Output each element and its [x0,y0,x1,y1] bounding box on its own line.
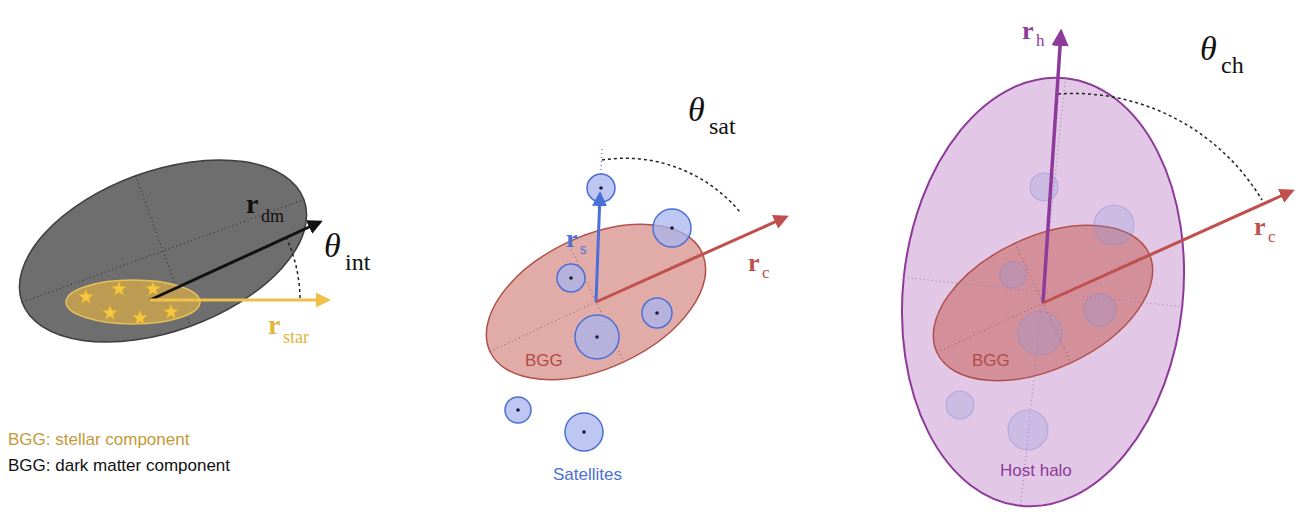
vector-symbol: r [246,190,258,218]
label-anchor: r [748,250,760,276]
vector-symbol: r [268,311,280,339]
vector-arrow [150,299,328,302]
vector-subscript: c [1268,228,1276,245]
label-anchor: h [1036,32,1045,49]
label-anchor: r [246,190,258,218]
star-group [78,281,178,325]
label-anchor: s [580,240,587,257]
star-icon [163,304,178,319]
angle-symbol: θ [688,93,705,127]
vector-subscript: s [580,240,587,257]
vector-arrow [150,222,320,300]
label-anchor: r [268,311,280,339]
label-anchor: Host halo [1000,462,1072,479]
vector-symbol: r [1254,214,1266,240]
vector-subscript: star [283,328,309,346]
star-icon [102,305,117,320]
vector-subscript: dm [261,207,284,225]
angle-subscript: ch [1221,53,1244,77]
star-icon [145,281,160,296]
satellite-circle [1008,410,1048,450]
label-anchor: Satellites [553,466,622,483]
angle-subscript: sat [709,114,736,138]
label-anchor: BGG [525,352,563,369]
component-label: BGG: stellar component [8,431,189,448]
centre-dot [655,311,659,315]
vector-symbol: r [748,250,760,276]
satellite-circle [505,397,531,423]
bgg-ellipse [462,193,730,412]
angle-arc [602,158,740,212]
label-anchor: ch [1221,53,1244,77]
centre-dot [516,408,520,412]
angle-symbol: θ [324,229,341,263]
centre-dot [599,186,603,190]
angle-arc [286,237,300,300]
node-label: Host halo [1000,462,1072,479]
label-anchor: star [283,328,309,346]
star-icon [111,281,126,296]
label-anchor: dm [261,207,284,225]
label-anchor: θ [1200,32,1217,66]
label-anchor: BGG [972,352,1010,369]
satellite-circle [1030,173,1058,201]
label-anchor: sat [709,114,736,138]
star-icon [132,310,147,325]
satellite-circle [1018,311,1062,355]
node-label: BGG [525,352,563,369]
satellite-circle [642,298,672,328]
satellite-circle [1084,294,1116,326]
label-anchor: r [1254,214,1266,240]
satellite-circle [1000,262,1026,288]
angle-subscript: int [345,250,370,274]
bgg-ellipse [909,194,1177,413]
centre-dot [569,276,573,280]
label-anchor: c [762,264,770,281]
satellite-circle [575,315,619,359]
component-label: BGG: dark matter component [8,457,230,474]
dark-matter-ellipse [0,125,331,378]
label-anchor: BGG: stellar component [8,431,189,448]
label-anchor: r [1022,18,1034,44]
satellite-circle [565,413,603,451]
guide-line [601,146,602,174]
angle-symbol: θ [1200,32,1217,66]
vector-symbol: r [1022,18,1034,44]
label-anchor: θ [688,93,705,127]
satellite-circle [946,391,974,419]
label-anchor: c [1268,228,1276,245]
label-anchor: BGG: dark matter component [8,457,230,474]
centre-dot [670,226,674,230]
dark-matter-outline [0,125,331,378]
centre-dot [595,335,599,339]
star-icon [78,289,93,304]
vector-subscript: c [762,264,770,281]
vector-symbol: r [566,226,578,252]
group-label: Satellites [553,466,622,483]
satellite-circle [557,264,585,292]
satellite-circle [653,209,691,247]
label-anchor: θ [324,229,341,263]
label-anchor: int [345,250,370,274]
host-halo-ellipse [881,64,1204,515]
label-anchor: r [566,226,578,252]
node-label: BGG [972,352,1010,369]
satellite-circle [1094,205,1134,245]
vector-subscript: h [1036,32,1045,49]
centre-dot [582,430,586,434]
